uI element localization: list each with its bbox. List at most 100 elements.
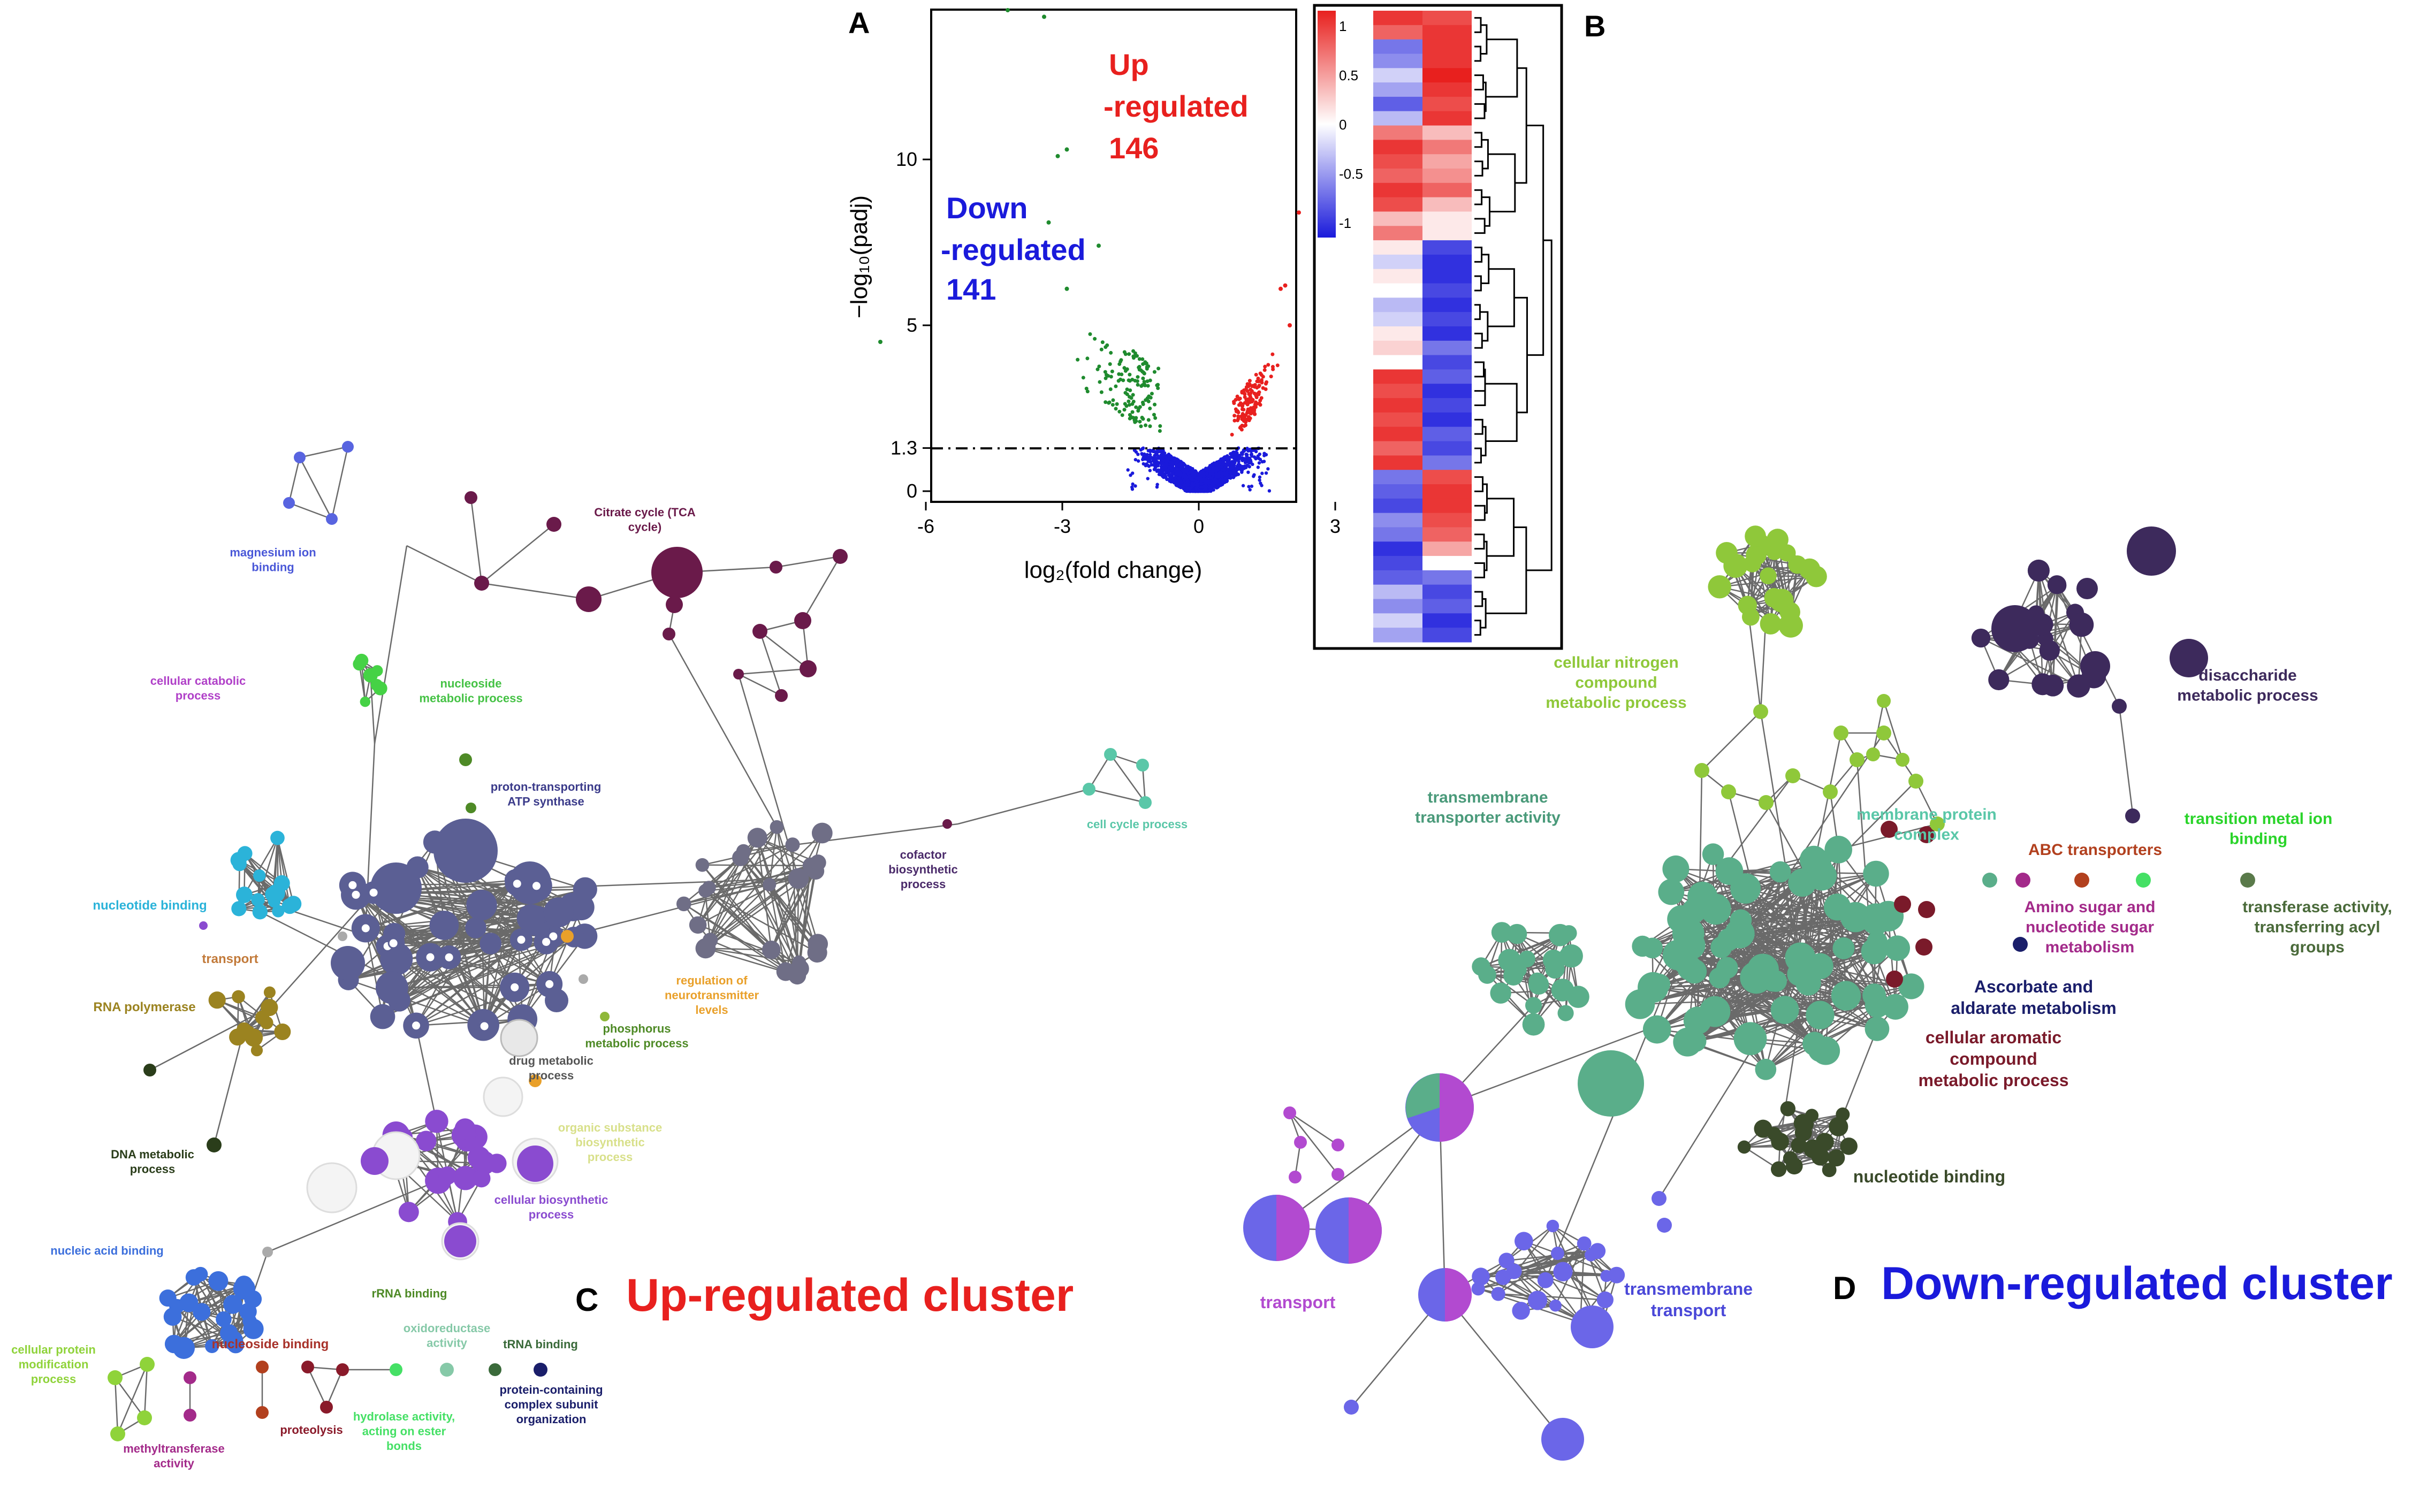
up-count-label-2: -regulated [1104,89,1249,123]
volcano-point [1220,471,1224,476]
up-nucleotide-node [272,905,285,918]
dendrogram-branch [1474,218,1486,234]
volcano-point [1223,479,1227,483]
volcano-point [1264,387,1268,391]
down-label-transition-line: binding [2229,830,2287,848]
volcano-point [1182,483,1186,487]
volcano-point [1104,400,1108,404]
down-hub-node [1898,973,1924,999]
volcano-point [1252,410,1256,414]
heatmap-cell [1373,111,1422,126]
up-citrate-node [770,561,782,574]
down-branch-node [1753,704,1768,719]
heatmap-cell [1422,570,1472,585]
volcano-point [1194,486,1198,490]
heatmap-cell [1422,355,1472,370]
volcano-point [1228,470,1232,474]
down-label-disaccharide-line: disaccharide [2198,667,2296,684]
volcano-point [1242,408,1246,412]
up-nucleic-node [216,1311,232,1327]
up-nucleic-node [164,1334,184,1354]
dendrogram-branch [1474,533,1485,550]
up-hub-node [370,1004,395,1029]
heatmap-cell [1373,628,1422,643]
volcano-point [1215,463,1219,467]
volcano-point [1252,405,1256,409]
network-edge [1701,711,1761,771]
up-label-magnesium-line: magnesium ion [230,546,316,559]
down-tmtransport-node [1608,1266,1625,1284]
up-catabolic-node [353,658,366,671]
volcano-point [1217,460,1221,464]
volcano-point [1144,423,1148,427]
volcano-point [1238,396,1242,401]
up-label-oxidored-line: oxidoreductase [404,1322,491,1335]
volcano-point [1242,388,1246,392]
heatmap-cell [1422,39,1472,55]
volcano-point [1199,481,1203,485]
up-biosynth-node [453,1166,478,1190]
down-tmtransport-node [1344,1400,1359,1415]
volcano-point [1176,469,1181,473]
volcano-point [1234,409,1238,414]
volcano-point [1252,473,1256,477]
down-tmtransport-node [1577,1236,1592,1251]
volcano-point [1244,465,1248,469]
network-edge [1765,802,1878,1006]
volcano-point [1141,362,1145,366]
down-hub-node [1730,873,1761,904]
volcano-point [1141,376,1145,380]
network-edge [267,1180,439,1253]
up-count-value: 146 [1109,131,1159,165]
down-hub-node [1881,821,1898,838]
up-biosynth-node [438,1166,457,1185]
volcano-point [1258,478,1261,482]
volcano-point [1243,461,1247,464]
up-biosynth-node [361,1147,389,1175]
up-nucleotide-node [252,904,268,920]
heatmap-cell [1373,211,1422,226]
network-edge [299,446,348,459]
down-hub-node [1884,935,1911,961]
down-cluster-title: Down-regulated cluster [1881,1258,2393,1309]
up-label-protcomplex-line: protein-containing [499,1383,603,1396]
volcano-point [1229,466,1233,470]
down-hub-node [1699,996,1731,1027]
up-label-organic-line: organic substance [558,1121,662,1134]
up-cofactor-node [695,858,710,872]
up-biosynth-node [416,1131,437,1151]
volcano-point [1264,453,1268,457]
up-citrate-node [752,624,767,639]
volcano-point [1241,452,1244,456]
up-label-transport-line: transport [202,952,258,966]
heatmap-cell [1373,154,1422,169]
heatmap-cell [1422,326,1472,341]
volcano-point [1170,475,1174,479]
colorbar-ticks: 10.50-0.5-1 [1339,18,1363,231]
up-hub-node [530,880,542,892]
down-tmtransporter-node [1561,925,1577,942]
volcano-point [1146,384,1150,388]
volcano-point [1226,468,1230,471]
dendrogram-branch [1474,476,1484,492]
up-rnapol-node [243,1026,255,1037]
down-disaccharide-node [2047,575,2067,594]
down-label-aromatic-line: cellular aromatic [1926,1028,2061,1047]
down-legend-dot [2074,873,2089,888]
volcano-point [1093,337,1097,341]
up-nucleotide-node [267,884,285,903]
up-label-cellcycle-line: cell cycle process [1087,818,1188,831]
volcano-point [1181,486,1185,490]
up-protmod-node [137,1410,152,1425]
volcano-point [1129,474,1132,477]
volcano-point [1148,469,1152,472]
up-cofactor-edge [704,890,801,969]
up-label-drug-line: process [529,1069,574,1082]
volcano-point [1182,473,1186,477]
volcano-point [1132,418,1137,423]
